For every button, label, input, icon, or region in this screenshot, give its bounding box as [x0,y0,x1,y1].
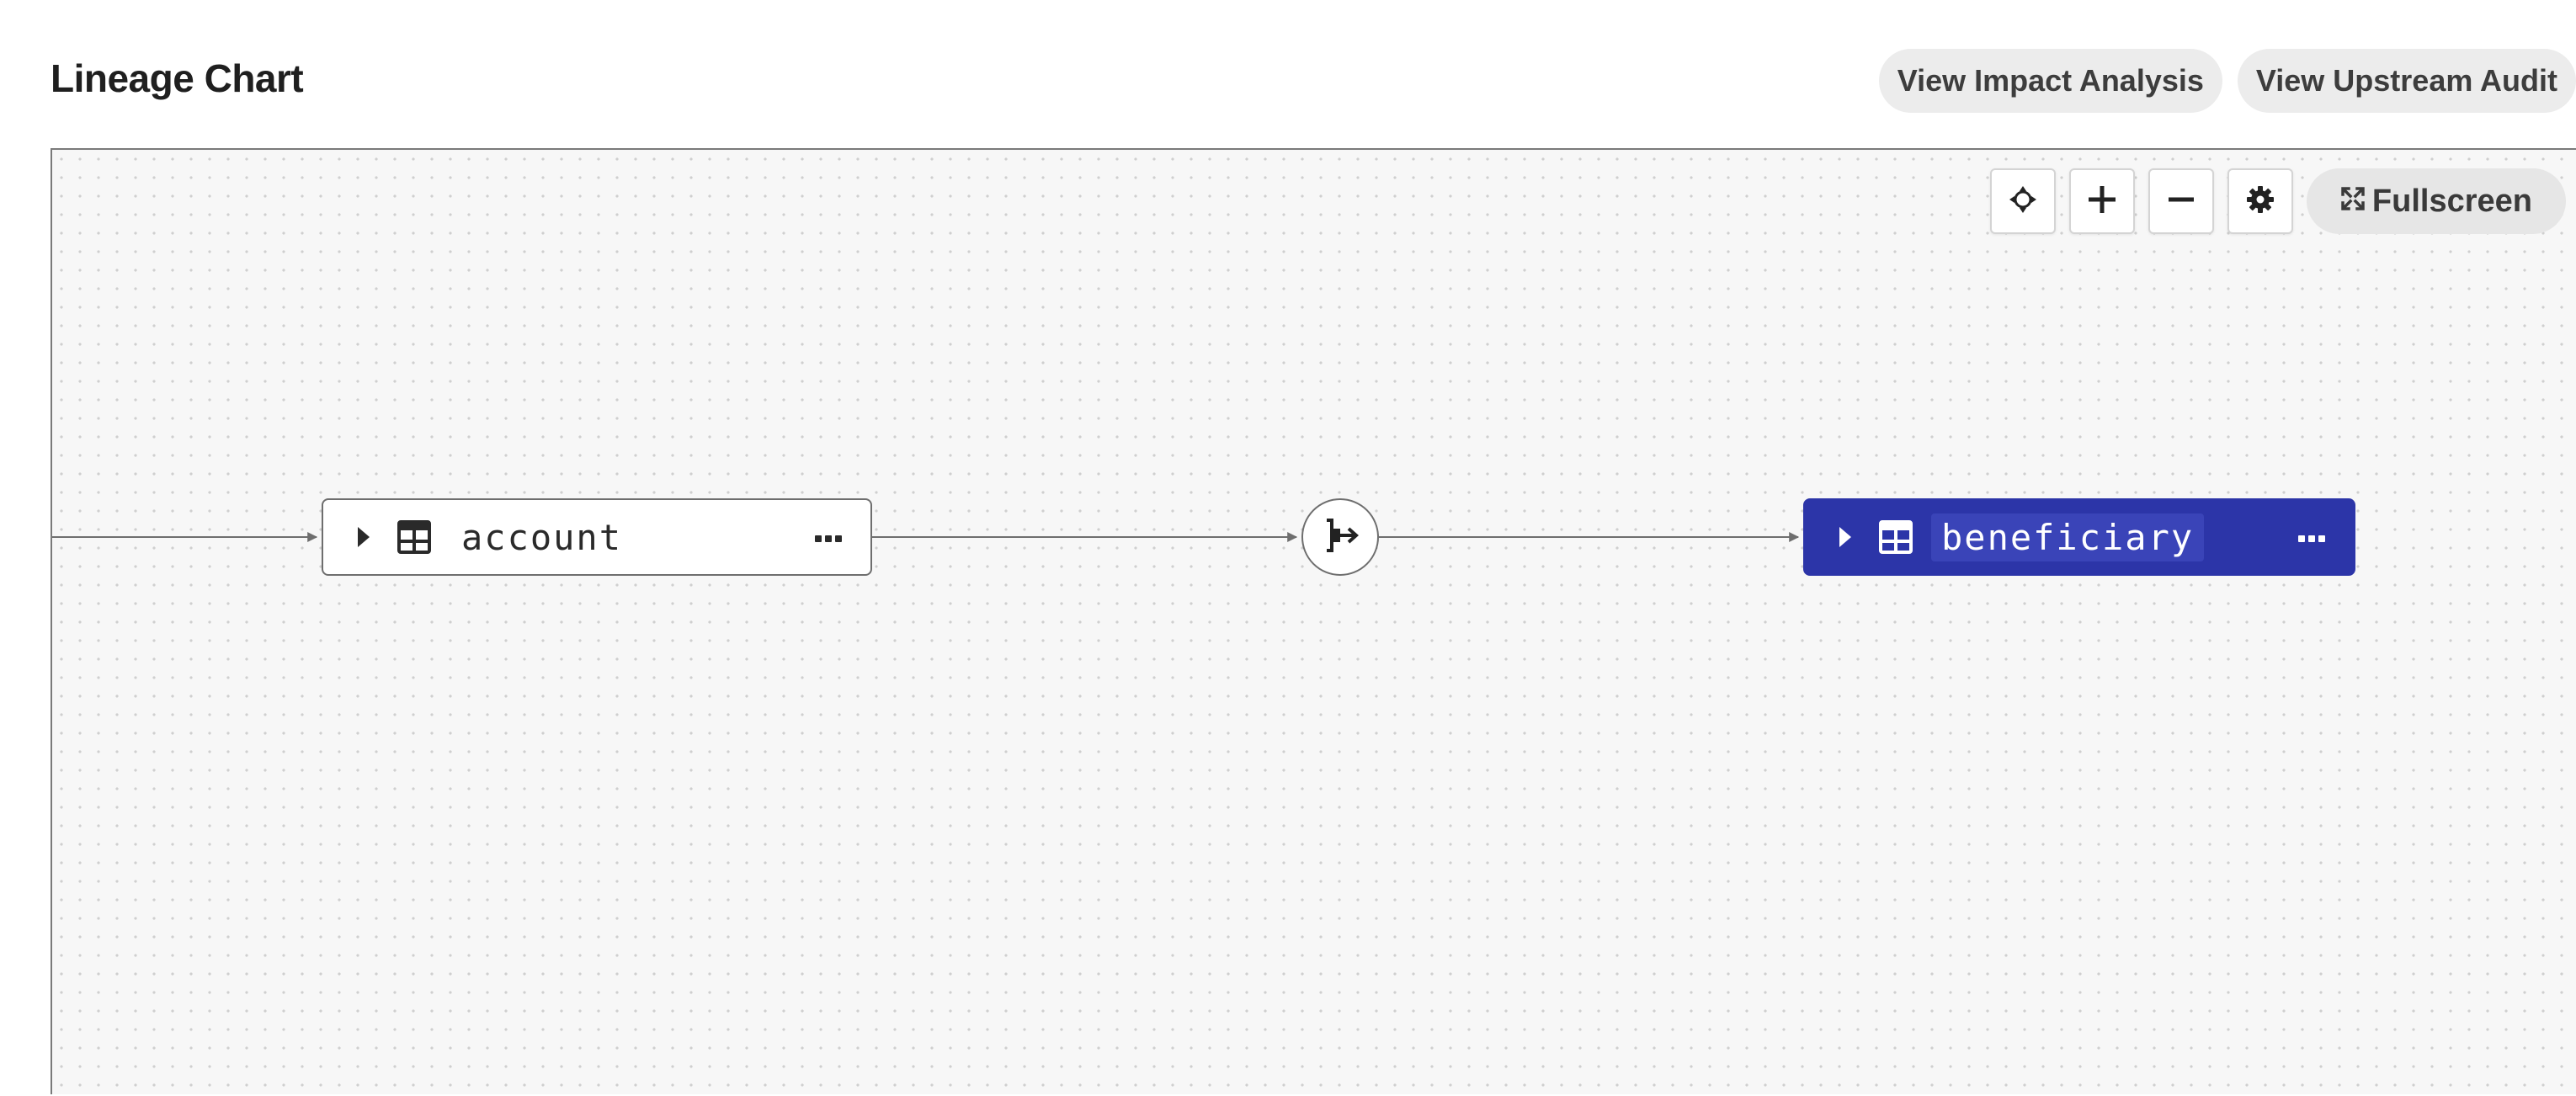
transform-icon [1318,513,1362,561]
edges-layer [52,532,1800,542]
view-impact-analysis-button[interactable]: View Impact Analysis [1878,49,2222,113]
canvas-controls: Fullscreen [1989,168,2566,234]
fullscreen-button[interactable]: Fullscreen [2306,168,2566,234]
view-upstream-audit-button[interactable]: View Upstream Audit [2237,49,2576,113]
table-icon [396,519,433,556]
expand-caret-icon[interactable] [1828,520,1862,554]
crosshair-icon [2008,184,2038,219]
fullscreen-label: Fullscreen [2371,183,2532,219]
expand-icon [2340,184,2366,220]
node-label: account [461,516,623,558]
transform-node[interactable] [1301,498,1379,576]
expand-caret-icon[interactable] [347,520,381,554]
node-account[interactable]: account [322,498,872,576]
table-icon [1877,519,1914,556]
fit-view-button[interactable] [1989,168,2056,234]
minus-icon [2165,184,2197,220]
more-options-icon[interactable] [812,522,845,556]
zoom-in-button[interactable] [2068,168,2135,234]
page-title: Lineage Chart [51,56,304,100]
node-label: beneficiary [1931,513,2205,561]
zoom-out-button[interactable] [2148,168,2214,234]
header-actions: View Impact Analysis View Upstream Audit [1878,49,2576,113]
node-beneficiary[interactable]: beneficiary [1803,498,2355,576]
settings-button[interactable] [2227,168,2293,234]
lineage-canvas[interactable]: Fullscreen account [51,148,2576,1094]
more-options-icon[interactable] [2295,522,2329,556]
gear-icon [2245,184,2275,219]
plus-icon [2086,184,2118,220]
